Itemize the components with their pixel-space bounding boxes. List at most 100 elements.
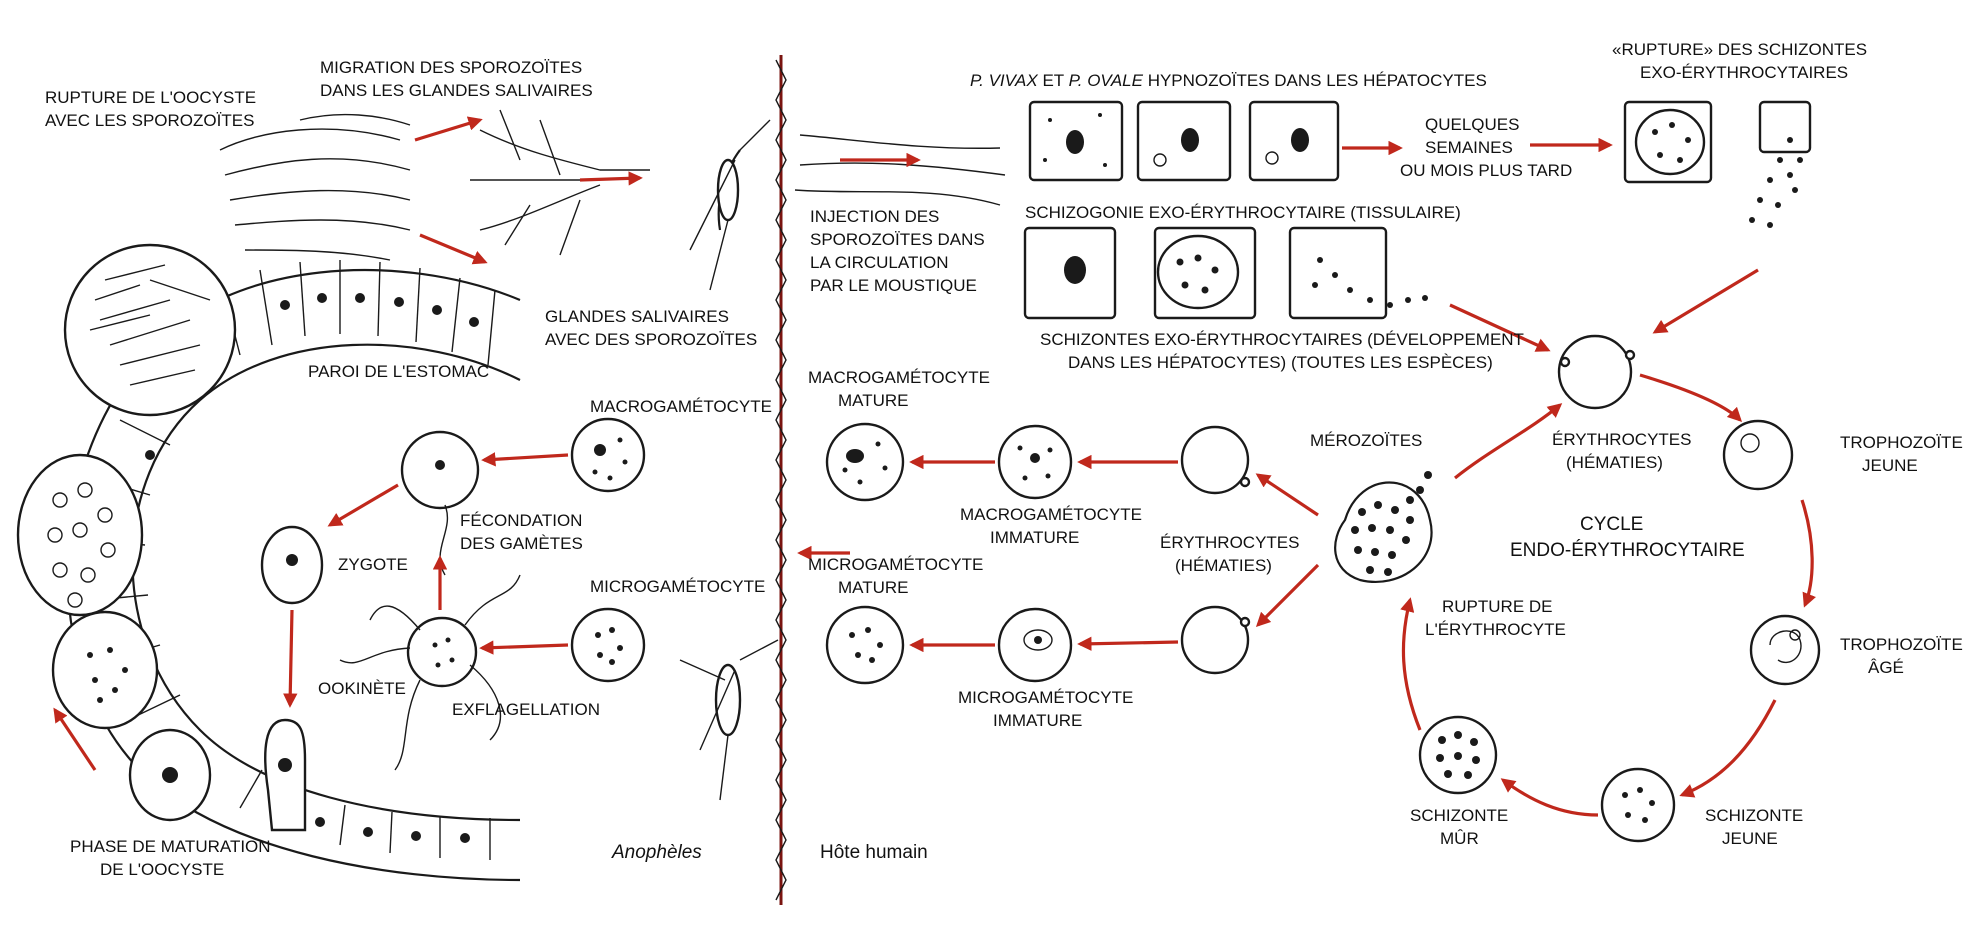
label-migration-2: DANS LES GLANDES SALIVAIRES (320, 81, 593, 100)
hepatocyte-hypno-2 (1138, 102, 1230, 180)
mosquito-bottom (680, 640, 778, 800)
label-troph-jeune-2: JEUNE (1862, 456, 1918, 475)
label-ookinete: OOKINÈTE (318, 679, 406, 698)
label-macro-immature-2: IMMATURE (990, 528, 1079, 547)
merozoite-cluster (1335, 471, 1432, 582)
label-injection-2: SPOROZOÏTES DANS (810, 230, 985, 249)
label-maturation-1: PHASE DE MATURATION (70, 837, 271, 856)
trophozoite-old (1751, 616, 1819, 684)
label-rupture-oocyste-2: AVEC LES SPOROZOÏTES (45, 111, 254, 130)
label-merozoites: MÉROZOÏTES (1310, 431, 1422, 450)
label-microgametocyte: MICROGAMÉTOCYTE (590, 577, 765, 596)
label-quelques-1: QUELQUES (1425, 115, 1519, 134)
label-quelques-3: OU MOIS PLUS TARD (1400, 161, 1572, 180)
label-cycle-1: CYCLE (1580, 514, 1643, 535)
label-rupture-oocyste-1: RUPTURE DE L'OOCYSTE (45, 88, 256, 107)
label-macro-immature-1: MACROGAMÉTOCYTE (960, 505, 1142, 524)
label-rupture-schizontes-1: «RUPTURE» DES SCHIZONTES (1612, 40, 1867, 59)
arrow-zygote-to-ookinete (290, 610, 292, 705)
label-zygote: ZYGOTE (338, 555, 408, 574)
label-hypnozoites: P. VIVAX ET P. OVALE HYPNOZOÏTES DANS LE… (970, 71, 1487, 90)
label-schiz-jeune-2: JEUNE (1722, 829, 1778, 848)
hepatocyte-rupture-2 (1749, 102, 1810, 228)
label-troph-age-1: TROPHOZOÏTE (1840, 635, 1963, 654)
label-fecondation-1: FÉCONDATION (460, 511, 582, 530)
arrow-rupture-to-rbc (1655, 270, 1758, 332)
macrogametocyte-mature (827, 424, 903, 500)
label-micro-mature-1: MICROGAMÉTOCYTE (808, 555, 983, 574)
label-ery-top-2: (HÉMATIES) (1566, 453, 1663, 472)
arrow-mero-to-rbc (1455, 405, 1560, 478)
schizont-young (1602, 769, 1674, 841)
label-micro-mature-2: MATURE (838, 578, 909, 597)
oocyst-maturing (53, 612, 157, 728)
label-anopheles: Anophèles (611, 842, 702, 863)
arrow-migration-2 (420, 235, 485, 262)
label-macrogametocyte: MACROGAMÉTOCYTE (590, 397, 772, 416)
label-ery-top-1: ÉRYTHROCYTES (1552, 430, 1692, 449)
label-schizontes-exo-1: SCHIZONTES EXO-ÉRYTHROCYTAIRES (DÉVELOPP… (1040, 330, 1524, 349)
label-paroi: PAROI DE L'ESTOMAC (308, 362, 489, 381)
arrow-migration-3 (580, 178, 640, 180)
sporozoite-injection (795, 135, 1005, 205)
label-ery-left-2: (HÉMATIES) (1175, 556, 1272, 575)
label-injection-1: INJECTION DES (810, 207, 939, 226)
label-hote-humain: Hôte humain (820, 842, 928, 863)
hepatocyte-schizo-2 (1155, 228, 1255, 318)
arrow-mero-to-rbc-top (1258, 475, 1318, 515)
exflagellation-cell (340, 575, 520, 770)
zygote-cell (262, 527, 322, 603)
label-troph-jeune-1: TROPHOZOÏTE (1840, 433, 1963, 452)
label-troph-age-2: ÂGÉ (1868, 658, 1904, 677)
arrow-smur-to-rupture (1403, 600, 1420, 730)
label-micro-immature-1: MICROGAMÉTOCYTE (958, 688, 1133, 707)
oocyst-rupturing (65, 245, 235, 415)
salivary-gland (470, 110, 650, 255)
hepatocyte-hypno-3 (1250, 102, 1338, 180)
arrow-macro-to-fecond (484, 455, 568, 460)
arrow-micro-to-exflag (482, 645, 568, 648)
fertilization-cell (402, 432, 478, 575)
label-rupture-ery-2: L'ÉRYTHROCYTE (1425, 620, 1566, 639)
label-macro-mature-1: MACROGAMÉTOCYTE (808, 368, 990, 387)
arrow-tage-to-sjeune (1682, 700, 1775, 795)
rbc-gameto-bottom (1182, 607, 1249, 673)
hepatocyte-rupture-1 (1625, 102, 1711, 182)
label-glandes-1: GLANDES SALIVAIRES (545, 307, 729, 326)
label-micro-immature-2: IMMATURE (993, 711, 1082, 730)
hepatocyte-schizo-1 (1025, 228, 1115, 318)
label-migration-1: MIGRATION DES SPOROZOÏTES (320, 58, 582, 77)
mosquito-top (690, 120, 770, 290)
label-cycle-2: ENDO-ÉRYTHROCYTAIRE (1510, 540, 1745, 561)
label-macro-mature-2: MATURE (838, 391, 909, 410)
label-schiz-jeune-1: SCHIZONTE (1705, 806, 1803, 825)
label-schizogonie: SCHIZOGONIE EXO-ÉRYTHROCYTAIRE (TISSULAI… (1025, 203, 1461, 222)
trophozoite-young (1724, 421, 1792, 489)
label-schiz-mur-2: MÛR (1440, 829, 1479, 848)
macrogametocyte-immature (999, 426, 1071, 498)
oocyst-mature-large (18, 455, 142, 615)
oocyst-young (130, 730, 210, 820)
sporozoite-cloud (220, 115, 410, 260)
arrow-sjeune-to-smur (1503, 780, 1598, 815)
label-ery-left-1: ÉRYTHROCYTES (1160, 533, 1300, 552)
hepatocyte-hypno-1 (1030, 102, 1122, 180)
label-fecondation-2: DES GAMÈTES (460, 534, 583, 553)
hepatocyte-schizo-3 (1290, 228, 1428, 318)
macrogametocyte-mosquito (572, 419, 644, 491)
microgametocyte-immature (999, 609, 1071, 681)
ookinete (265, 720, 305, 830)
microgametocyte-mature (827, 607, 903, 683)
arrow-fecond-to-zygote (330, 485, 398, 525)
label-glandes-2: AVEC DES SPOROZOÏTES (545, 330, 757, 349)
label-schizontes-exo-2: DANS LES HÉPATOCYTES) (TOUTES LES ESPÈCE… (1068, 353, 1493, 372)
label-quelques-2: SEMAINES (1425, 138, 1513, 157)
label-injection-3: LA CIRCULATION (810, 253, 949, 272)
arrow-rbc-to-tjeune (1640, 375, 1740, 420)
label-maturation-2: DE L'OOCYSTE (100, 860, 224, 879)
microgametocyte-mosquito (572, 609, 644, 681)
label-exflagellation: EXFLAGELLATION (452, 700, 600, 719)
rbc-top (1559, 336, 1634, 408)
label-rupture-schizontes-2: EXO-ÉRYTHROCYTAIRES (1640, 63, 1848, 82)
